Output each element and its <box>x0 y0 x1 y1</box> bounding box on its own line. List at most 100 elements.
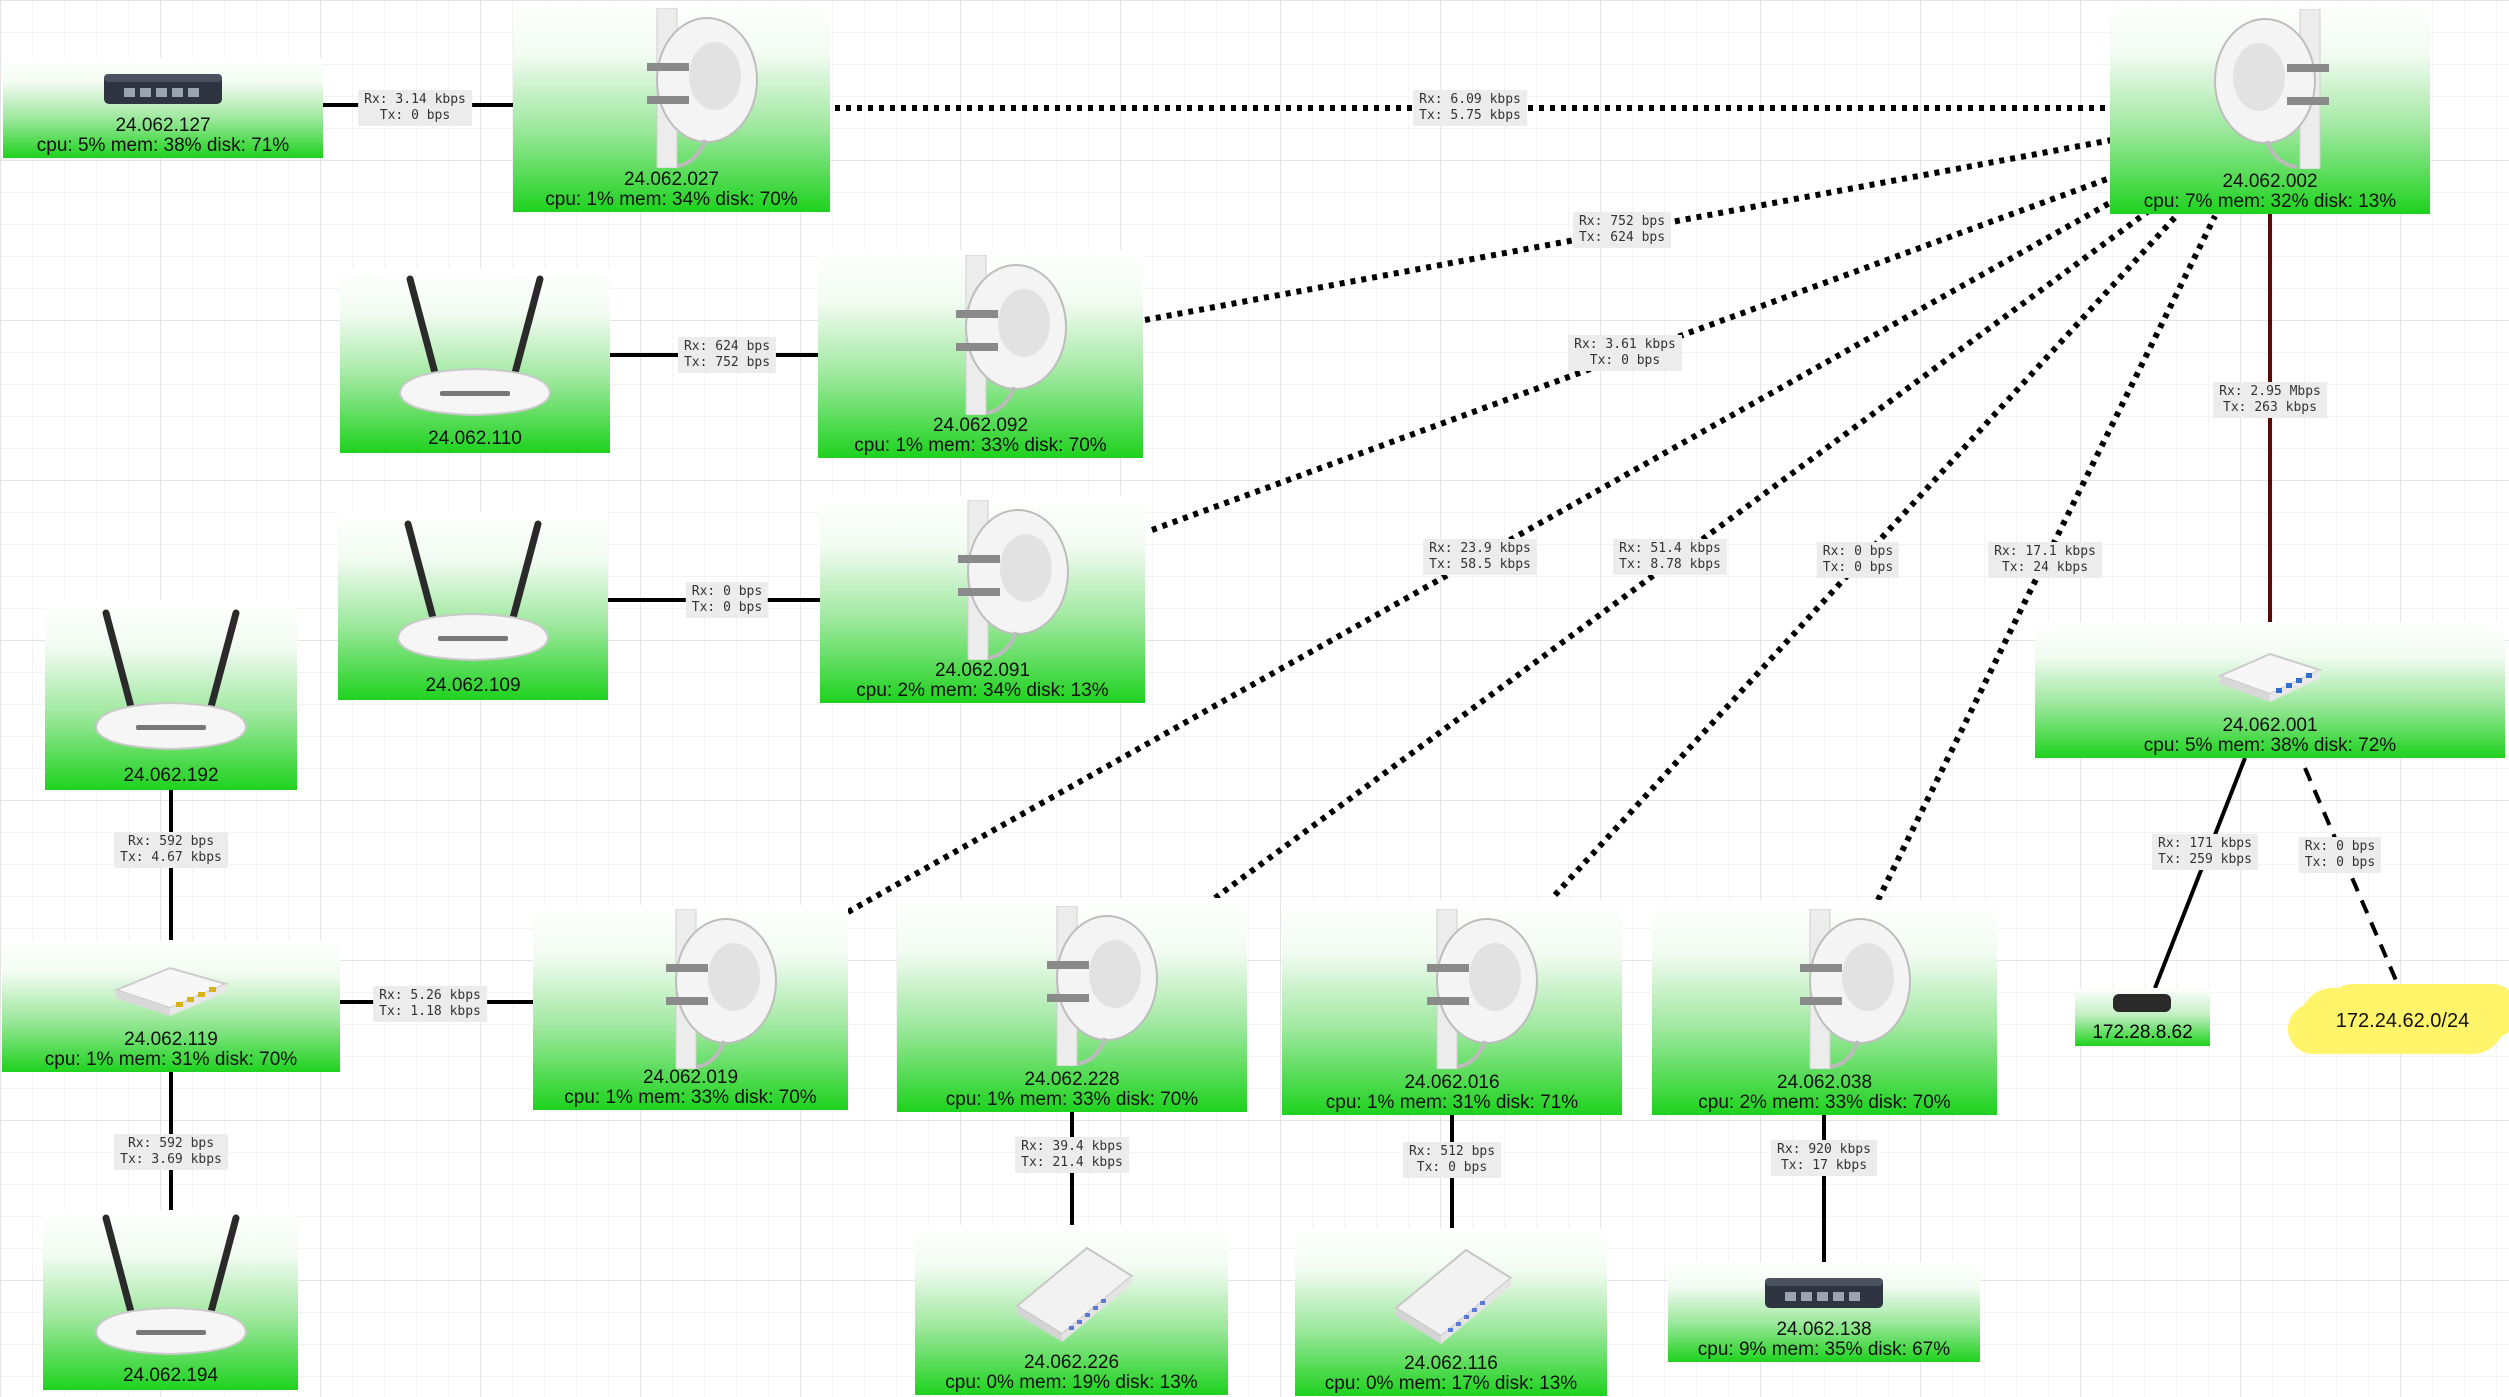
tx-value: Tx: 752 bps <box>683 355 771 370</box>
tx-value: Tx: 58.5 kbps <box>1429 557 1531 572</box>
node-label: 24.062.110 <box>428 428 522 449</box>
node-stats: cpu: 1% mem: 33% disk: 70% <box>564 1087 817 1108</box>
sector-antenna-icon <box>2110 2 2430 176</box>
node-172-28-8-62[interactable]: 172.28.8.62 <box>2075 988 2210 1046</box>
rx-value: Rx: 592 bps <box>127 834 215 849</box>
tx-value: Tx: 0 bps <box>379 108 451 123</box>
rx-value: Rx: 0 bps <box>2304 839 2376 854</box>
indoor-router-icon <box>915 1225 1228 1357</box>
tx-value: Tx: 259 kbps <box>2158 852 2252 867</box>
switch-icon <box>3 58 323 120</box>
rx-value: Rx: 39.4 kbps <box>1021 1139 1123 1154</box>
node-label: 24.062.002 <box>2222 171 2318 192</box>
router-board-icon <box>2035 622 2505 720</box>
tx-value: Tx: 8.78 kbps <box>1619 557 1721 572</box>
node-label: 24.062.192 <box>123 765 219 786</box>
router-board-icon <box>2 940 340 1034</box>
rx-value: Rx: 17.1 kbps <box>1994 544 2096 559</box>
node-24-062-127[interactable]: 24.062.127 cpu: 5% mem: 38% disk: 71% <box>3 58 323 158</box>
node-24-062-092[interactable]: 24.062.092 cpu: 1% mem: 33% disk: 70% <box>818 250 1143 458</box>
node-stats: cpu: 7% mem: 32% disk: 13% <box>2143 191 2397 212</box>
node-24-062-226[interactable]: 24.062.226 cpu: 0% mem: 19% disk: 13% <box>915 1225 1228 1395</box>
sector-antenna-icon <box>533 905 848 1072</box>
node-24-062-109[interactable]: 24.062.109 <box>338 512 608 700</box>
tx-value: Tx: 17 kbps <box>1780 1158 1868 1173</box>
node-stats: cpu: 1% mem: 33% disk: 70% <box>945 1089 1199 1110</box>
link-001-cloud[interactable] <box>2303 767 2400 986</box>
node-24-062-002[interactable]: 24.062.002 cpu: 7% mem: 32% disk: 13% <box>2110 2 2430 214</box>
tx-value: Tx: 24 kbps <box>2001 560 2089 575</box>
node-24-062-027[interactable]: 24.062.027 cpu: 1% mem: 34% disk: 70% <box>513 2 830 212</box>
sector-antenna-icon <box>1282 900 1622 1077</box>
tx-value: Tx: 5.75 kbps <box>1419 108 1521 123</box>
tx-value: Tx: 3.69 kbps <box>120 1152 222 1167</box>
node-24-062-138[interactable]: 24.062.138 cpu: 9% mem: 35% disk: 67% <box>1668 1262 1980 1362</box>
node-stats: cpu: 9% mem: 35% disk: 67% <box>1697 1339 1951 1360</box>
node-24-062-192[interactable]: 24.062.192 <box>45 600 297 790</box>
node-stats: cpu: 0% mem: 19% disk: 13% <box>945 1372 1198 1393</box>
tx-value: Tx: 0 bps <box>2304 855 2376 870</box>
node-24-062-038[interactable]: 24.062.038 cpu: 2% mem: 33% disk: 70% <box>1652 900 1997 1115</box>
node-stats: cpu: 2% mem: 34% disk: 13% <box>856 680 1109 701</box>
node-label: 24.062.091 <box>934 660 1031 681</box>
node-stats: cpu: 5% mem: 38% disk: 71% <box>36 135 290 156</box>
node-24-062-019[interactable]: 24.062.019 cpu: 1% mem: 33% disk: 70% <box>533 905 848 1110</box>
node-24-062-119[interactable]: 24.062.119 cpu: 1% mem: 31% disk: 70% <box>2 940 340 1072</box>
node-24-062-194[interactable]: 24.062.194 <box>43 1210 298 1390</box>
node-label: 172.28.8.62 <box>2092 1022 2193 1043</box>
node-24-062-016[interactable]: 24.062.016 cpu: 1% mem: 31% disk: 71% <box>1282 900 1622 1115</box>
rx-value: Rx: 3.61 kbps <box>1574 337 1676 352</box>
rx-value: Rx: 6.09 kbps <box>1419 92 1521 107</box>
tx-value: Tx: 0 bps <box>1416 1160 1488 1175</box>
rx-value: Rx: 5.26 kbps <box>379 988 481 1003</box>
tx-value: Tx: 263 kbps <box>2223 400 2317 415</box>
node-label: 24.062.226 <box>1023 1352 1120 1373</box>
rx-value: Rx: 624 bps <box>683 339 771 354</box>
rx-value: Rx: 3.14 kbps <box>364 92 466 107</box>
node-label: 24.062.019 <box>642 1067 739 1088</box>
node-stats: cpu: 1% mem: 33% disk: 70% <box>854 435 1107 456</box>
node-stats: cpu: 1% mem: 31% disk: 71% <box>1325 1092 1579 1113</box>
node-24-062-001[interactable]: 24.062.001 cpu: 5% mem: 38% disk: 72% <box>2035 622 2505 758</box>
wifi-router-icon <box>340 268 610 427</box>
indoor-router-icon <box>1295 1228 1607 1358</box>
link-001-host[interactable] <box>2153 757 2247 989</box>
node-24-062-116[interactable]: 24.062.116 cpu: 0% mem: 17% disk: 13% <box>1295 1228 1607 1396</box>
wifi-router-icon <box>43 1210 298 1364</box>
node-24-062-110[interactable]: 24.062.110 <box>340 268 610 453</box>
tx-value: Tx: 0 bps <box>1589 353 1661 368</box>
network-cloud-172-24-62-0[interactable]: 172.24.62.0/24 <box>2300 988 2505 1054</box>
rx-value: Rx: 171 kbps <box>2158 836 2252 851</box>
tx-value: Tx: 21.4 kbps <box>1021 1155 1123 1170</box>
rx-value: Rx: 512 bps <box>1408 1144 1496 1159</box>
tx-value: Tx: 4.67 kbps <box>120 850 222 865</box>
rx-value: Rx: 0 bps <box>1822 544 1894 559</box>
cloud-label: 172.24.62.0/24 <box>2335 1009 2470 1032</box>
node-24-062-228[interactable]: 24.062.228 cpu: 1% mem: 33% disk: 70% <box>897 898 1247 1112</box>
node-label: 24.062.127 <box>115 115 211 136</box>
node-24-062-091[interactable]: 24.062.091 cpu: 2% mem: 34% disk: 13% <box>820 495 1145 703</box>
node-label: 24.062.038 <box>1776 1072 1873 1093</box>
rx-value: Rx: 920 kbps <box>1777 1142 1871 1157</box>
small-device-icon <box>2113 994 2171 1012</box>
sector-antenna-icon <box>897 898 1247 1074</box>
node-stats: cpu: 2% mem: 33% disk: 70% <box>1698 1092 1951 1113</box>
node-label: 24.062.001 <box>2222 715 2318 736</box>
rx-value: Rx: 51.4 kbps <box>1619 541 1721 556</box>
node-label: 24.062.092 <box>932 415 1029 436</box>
node-stats: cpu: 0% mem: 17% disk: 13% <box>1324 1373 1578 1394</box>
node-label: 24.062.027 <box>623 169 720 190</box>
